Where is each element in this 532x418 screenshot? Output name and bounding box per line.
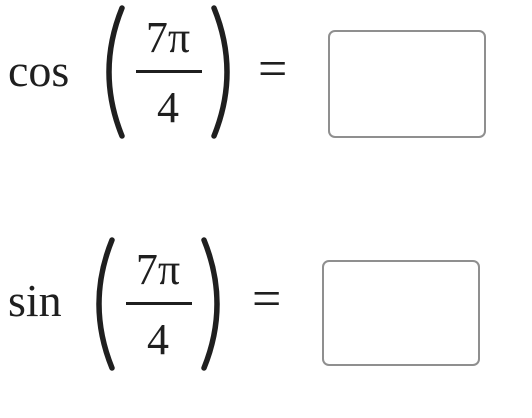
left-parenthesis-icon xyxy=(96,237,115,371)
fraction: 7π 4 xyxy=(128,10,208,140)
function-name-sin: sin xyxy=(8,275,62,326)
cos-problem-row: cos 7π 4 = xyxy=(0,0,532,150)
equals-sign: = xyxy=(258,41,288,98)
fraction-numerator: 7π xyxy=(145,13,191,62)
fraction-denominator: 4 xyxy=(147,315,169,364)
fraction: 7π 4 xyxy=(118,242,198,372)
right-parenthesis-icon xyxy=(211,5,230,139)
sin-answer-input[interactable] xyxy=(322,260,480,366)
fraction-bar xyxy=(126,302,192,305)
sin-problem-row: sin 7π 4 = xyxy=(0,228,532,378)
equals-sign: = xyxy=(252,271,282,328)
fraction-denominator: 4 xyxy=(157,83,179,132)
fraction-numerator: 7π xyxy=(135,245,181,294)
cos-answer-input[interactable] xyxy=(328,30,486,138)
fraction-bar xyxy=(136,70,202,73)
left-parenthesis-icon xyxy=(106,5,125,139)
right-parenthesis-icon xyxy=(201,237,220,371)
function-name-cos: cos xyxy=(8,45,70,96)
